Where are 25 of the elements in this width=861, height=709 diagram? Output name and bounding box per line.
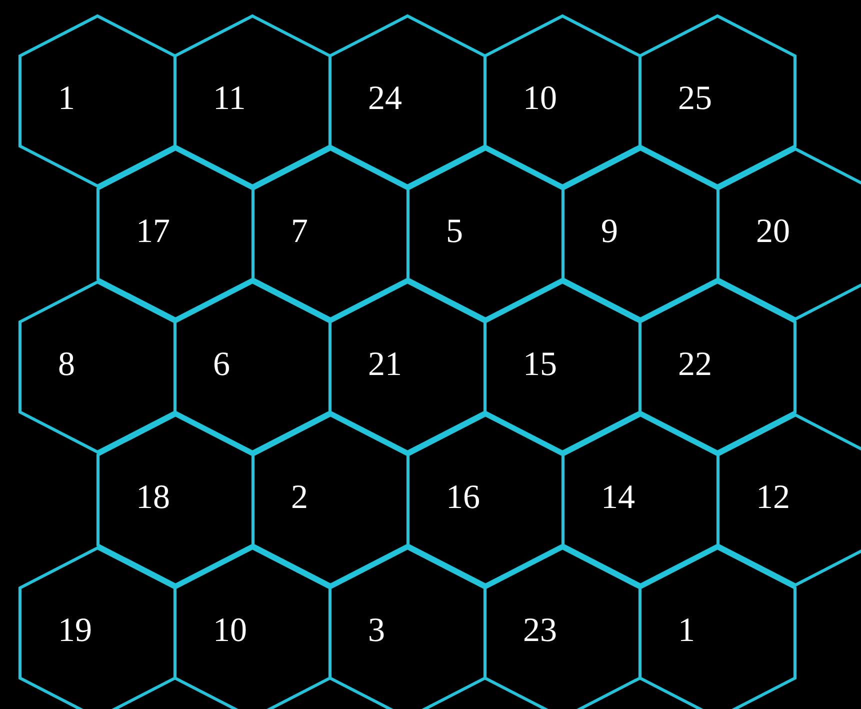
cell-number: 7 (291, 212, 308, 252)
cell-number: 11 (213, 79, 246, 119)
cell-number: 15 (523, 345, 557, 385)
cell-number: 22 (678, 345, 712, 385)
cell-number: 1 (678, 611, 695, 651)
cell-number: 10 (523, 79, 557, 119)
cell-number: 23 (523, 611, 557, 651)
cell-number: 1 (58, 79, 75, 119)
cell-number: 5 (446, 212, 463, 252)
cell-number: 25 (678, 79, 712, 119)
cell-number: 2 (291, 478, 308, 518)
cell-number: 17 (136, 212, 170, 252)
cell-number: 6 (213, 345, 230, 385)
cell-number: 24 (368, 79, 402, 119)
cell-number: 20 (756, 212, 790, 252)
cell-number: 18 (136, 478, 170, 518)
cell-number: 8 (58, 345, 75, 385)
cell-number: 12 (756, 478, 790, 518)
cell-number: 14 (601, 478, 635, 518)
cell-number: 10 (213, 611, 247, 651)
cell-number: 16 (446, 478, 480, 518)
cell-number: 19 (58, 611, 92, 651)
cell-number: 21 (368, 345, 402, 385)
cell-number: 9 (601, 212, 618, 252)
cell-number: 3 (368, 611, 385, 651)
